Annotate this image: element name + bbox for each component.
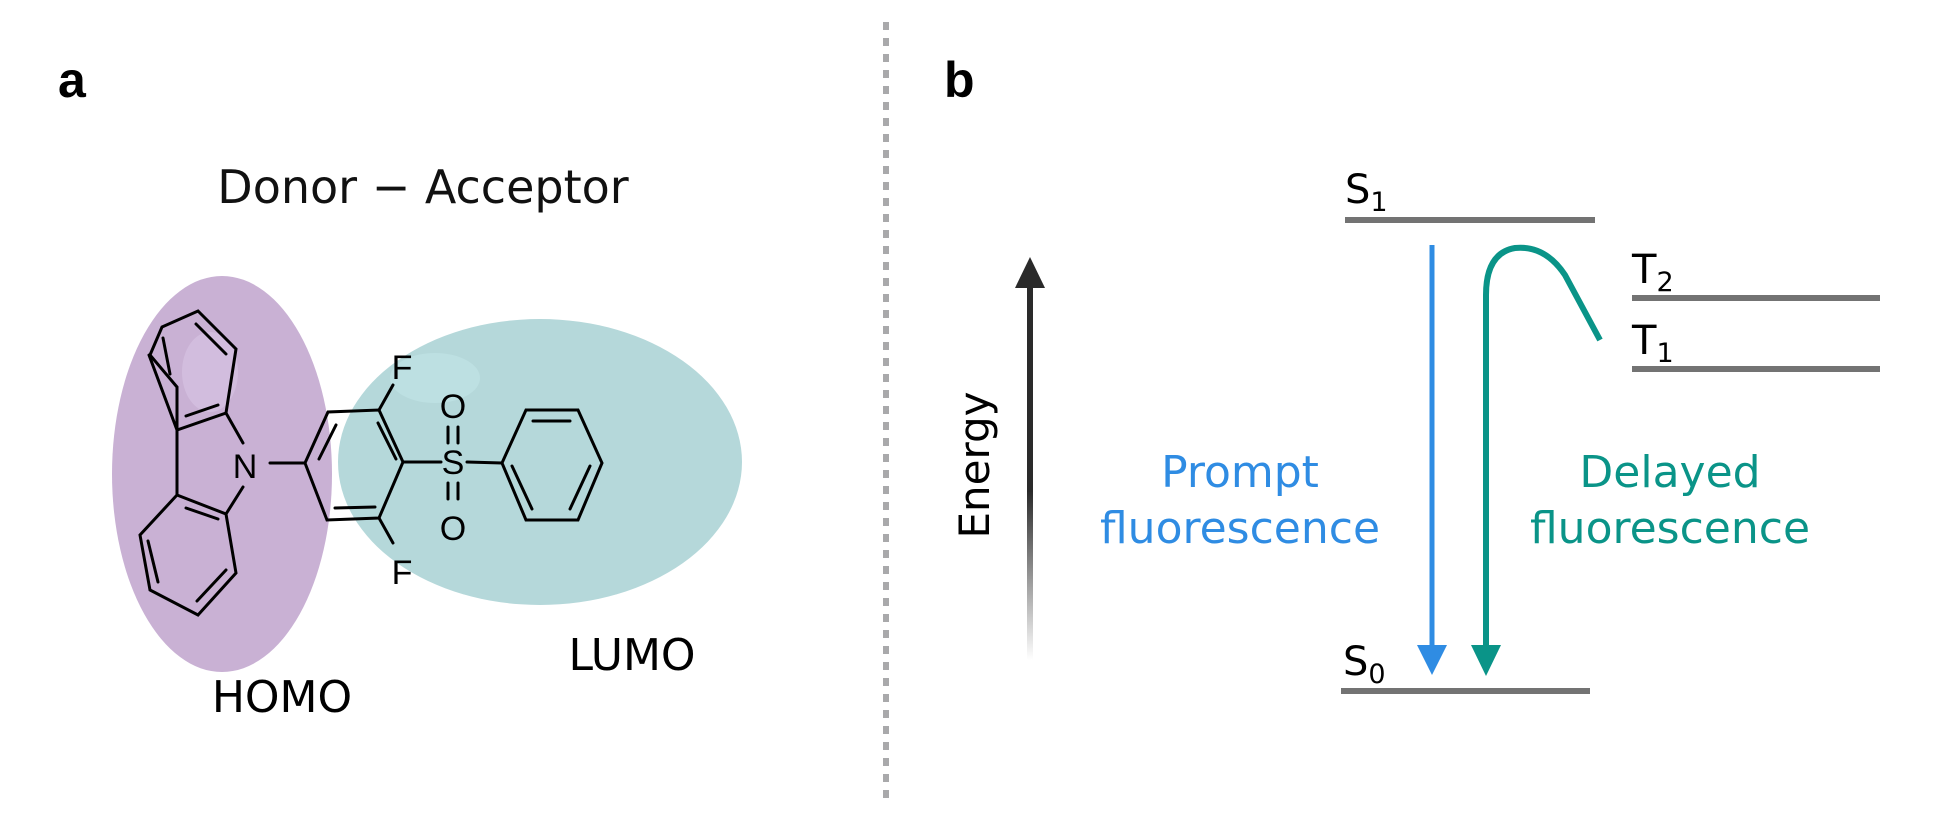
delayed-fluorescence-arrow (1483, 244, 1603, 650)
delayed-arrowhead-icon (1471, 645, 1501, 676)
energy-axis-arrowhead-icon (1015, 257, 1045, 288)
panel-a: a Donor − Acceptor N (58, 52, 742, 723)
carbazole-upper-ring (148, 309, 238, 433)
lumo-highlight (390, 353, 480, 403)
carbazole-structure: N (138, 309, 307, 617)
donor-acceptor-title: Donor − Acceptor (217, 160, 628, 214)
energy-axis-shaft (1027, 285, 1033, 660)
carbazole-lower-ring (138, 493, 238, 617)
oxygen-bottom: O (440, 510, 466, 548)
phenyl-ring (500, 408, 604, 522)
t1-label: T1 (1631, 318, 1674, 369)
oxygen-top: O (440, 388, 466, 426)
homo-label: HOMO (212, 672, 352, 723)
prompt-arrowhead-icon (1417, 645, 1447, 675)
s1-label: S1 (1345, 167, 1388, 218)
s0-label: S0 (1343, 639, 1386, 690)
lumo-label: LUMO (568, 630, 695, 681)
delayed-label-line1: Delayed (1579, 447, 1760, 498)
nitrogen-atom: N (233, 448, 258, 486)
sulfur-atom: S (442, 444, 465, 482)
acceptor-structure: F F S O O (303, 349, 604, 592)
fluorine-top: F (392, 349, 413, 387)
energy-axis-label: Energy (950, 391, 999, 538)
prompt-label-line2: fluorescence (1100, 503, 1380, 554)
panel-label-b: b (944, 52, 975, 108)
t2-label: T2 (1631, 247, 1674, 298)
panel-label-a: a (58, 52, 87, 108)
prompt-label-line1: Prompt (1161, 447, 1319, 498)
panel-b: b Energy S1 T2 T1 S0 Prompt fluorescence… (944, 52, 1880, 694)
delayed-label-line2: fluorescence (1530, 503, 1810, 554)
fluorine-bottom: F (392, 554, 413, 592)
